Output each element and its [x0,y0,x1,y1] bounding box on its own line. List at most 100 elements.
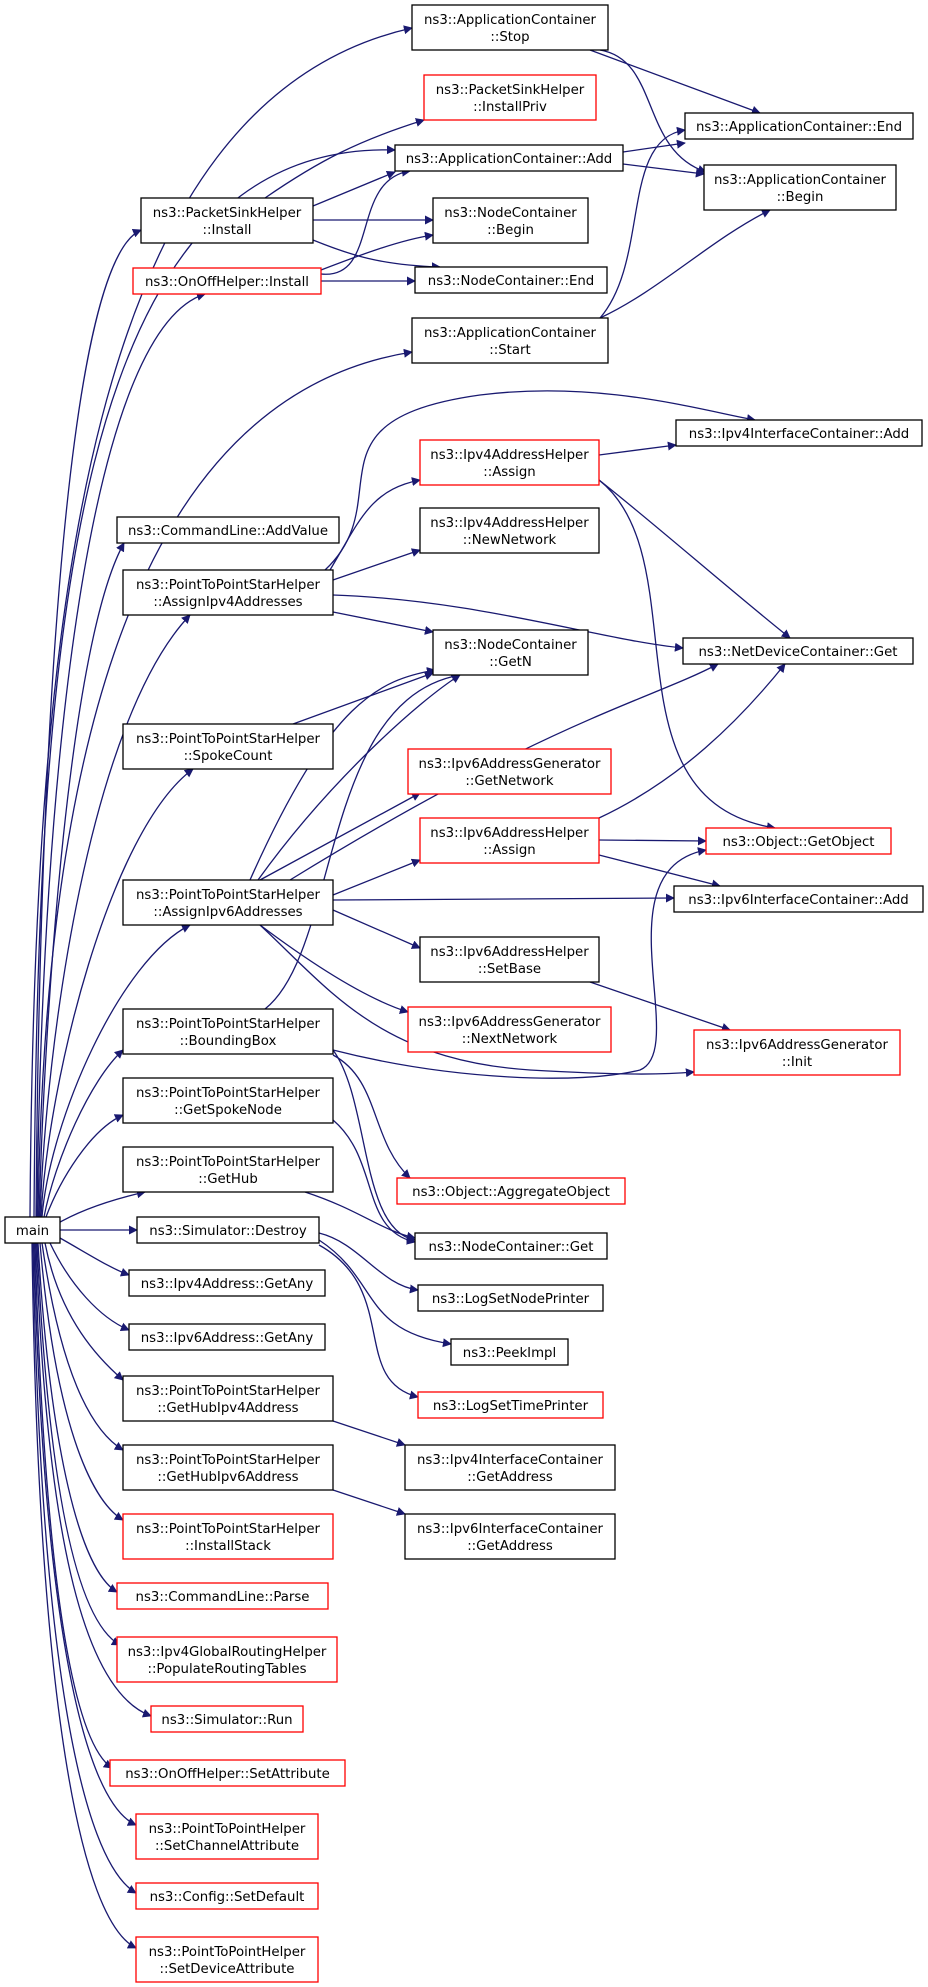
node-box[interactable] [703,164,897,211]
node-box[interactable] [684,112,914,140]
node-box[interactable] [417,1391,604,1419]
node-box[interactable] [414,266,608,294]
node-ptpBoundingBox[interactable]: ns3::PointToPointStarHelper::BoundingBox [122,1008,334,1055]
node-appStop[interactable]: ns3::ApplicationContainer::Stop [411,4,609,51]
node-ptphSetChannel[interactable]: ns3::PointToPointHelper::SetChannelAttri… [135,1813,319,1860]
node-box[interactable] [404,1513,616,1560]
node-box[interactable] [132,267,322,295]
node-configSetDefault[interactable]: ns3::Config::SetDefault [135,1882,319,1910]
node-box[interactable] [140,197,314,244]
node-onoffSetAttribute[interactable]: ns3::OnOffHelper::SetAttribute [109,1759,346,1787]
node-ipv6icGetAddress[interactable]: ns3::Ipv6InterfaceContainer::GetAddress [404,1513,616,1560]
node-ipv4icAdd[interactable]: ns3::Ipv4InterfaceContainer::Add [675,419,923,447]
node-ncBegin[interactable]: ns3::NodeContainer::Begin [432,197,589,244]
node-ipv4ahNewNetwork[interactable]: ns3::Ipv4AddressHelper::NewNetwork [419,507,600,554]
node-box[interactable] [122,1444,334,1491]
node-box[interactable] [122,1077,334,1124]
node-appAdd[interactable]: ns3::ApplicationContainer::Add [394,144,624,172]
node-ipv4ahAssign[interactable]: ns3::Ipv4AddressHelper::Assign [419,439,600,486]
node-appBegin[interactable]: ns3::ApplicationContainer::Begin [703,164,897,211]
node-ipv6GetAny[interactable]: ns3::Ipv6Address::GetAny [128,1323,326,1351]
node-box[interactable] [116,516,340,544]
node-box[interactable] [128,1323,326,1351]
node-ipv6agNextNetwork[interactable]: ns3::Ipv6AddressGenerator::NextNetwork [407,1006,612,1053]
node-ptpSpokeCount[interactable]: ns3::PointToPointStarHelper::SpokeCount [122,723,334,770]
node-box[interactable] [417,1284,604,1312]
node-box[interactable] [407,748,612,795]
node-simRun[interactable]: ns3::Simulator::Run [150,1705,304,1733]
node-box[interactable] [122,1008,334,1055]
node-box[interactable] [411,317,609,364]
node-clParse[interactable]: ns3::CommandLine::Parse [116,1582,329,1610]
node-box[interactable] [450,1338,569,1366]
node-box[interactable] [396,1177,626,1205]
node-box[interactable] [135,1813,319,1860]
node-ptpGetHubIpv4[interactable]: ns3::PointToPointStarHelper::GetHubIpv4A… [122,1375,334,1422]
node-ipv4grhPopulate[interactable]: ns3::Ipv4GlobalRoutingHelper::PopulateRo… [116,1636,338,1683]
node-box[interactable] [122,1375,334,1422]
node-objGetObject[interactable]: ns3::Object::GetObject [705,827,892,855]
node-box[interactable] [135,1882,319,1910]
node-box[interactable] [419,507,600,554]
node-box[interactable] [705,827,892,855]
node-ncEnd[interactable]: ns3::NodeContainer::End [414,266,608,294]
node-box[interactable] [128,1269,326,1297]
node-clAddValue[interactable]: ns3::CommandLine::AddValue [116,516,340,544]
node-box[interactable] [411,4,609,51]
node-box[interactable] [394,144,624,172]
node-onoffInstall[interactable]: ns3::OnOffHelper::Install [132,267,322,295]
node-box[interactable] [4,1216,61,1244]
node-box[interactable] [419,817,600,864]
node-ipv6agInit[interactable]: ns3::Ipv6AddressGenerator::Init [693,1029,901,1076]
node-ndcGet[interactable]: ns3::NetDeviceContainer::Get [682,637,914,665]
node-ncGet[interactable]: ns3::NodeContainer::Get [414,1232,608,1260]
node-box[interactable] [109,1759,346,1787]
node-objAggregate[interactable]: ns3::Object::AggregateObject [396,1177,626,1205]
node-box[interactable] [122,723,334,770]
node-box[interactable] [423,74,597,121]
node-logSetNodePrinter[interactable]: ns3::LogSetNodePrinter [417,1284,604,1312]
node-box[interactable] [682,637,914,665]
node-logSetTimePrinter[interactable]: ns3::LogSetTimePrinter [417,1391,604,1419]
node-ptpGetHub[interactable]: ns3::PointToPointStarHelper::GetHub [122,1146,334,1193]
node-ipv6agGetNetwork[interactable]: ns3::Ipv6AddressGenerator::GetNetwork [407,748,612,795]
node-box[interactable] [122,1146,334,1193]
node-ptphSetDevice[interactable]: ns3::PointToPointHelper::SetDeviceAttrib… [135,1936,319,1983]
node-box[interactable] [122,569,334,616]
node-box[interactable] [150,1705,304,1733]
node-ncGetN[interactable]: ns3::NodeContainer::GetN [432,629,589,676]
node-box[interactable] [116,1582,329,1610]
node-box[interactable] [693,1029,901,1076]
node-ptpInstallStack[interactable]: ns3::PointToPointStarHelper::InstallStac… [122,1513,334,1560]
node-box[interactable] [122,1513,334,1560]
node-ipv6icAdd[interactable]: ns3::Ipv6InterfaceContainer::Add [673,885,924,913]
node-ipv6ahAssign[interactable]: ns3::Ipv6AddressHelper::Assign [419,817,600,864]
node-box[interactable] [136,1216,320,1244]
node-ptpAssignIpv4[interactable]: ns3::PointToPointStarHelper::AssignIpv4A… [122,569,334,616]
node-ipv4icGetAddress[interactable]: ns3::Ipv4InterfaceContainer::GetAddress [404,1444,616,1491]
node-box[interactable] [432,197,589,244]
node-box[interactable] [135,1936,319,1983]
node-box[interactable] [419,439,600,486]
node-box[interactable] [407,1006,612,1053]
node-box[interactable] [116,1636,338,1683]
node-ptpGetHubIpv6[interactable]: ns3::PointToPointStarHelper::GetHubIpv6A… [122,1444,334,1491]
node-ipv6ahSetBase[interactable]: ns3::Ipv6AddressHelper::SetBase [419,936,600,983]
node-ipv4GetAny[interactable]: ns3::Ipv4Address::GetAny [128,1269,326,1297]
node-box[interactable] [419,936,600,983]
node-box[interactable] [122,879,334,926]
node-simDestroy[interactable]: ns3::Simulator::Destroy [136,1216,320,1244]
node-appStart[interactable]: ns3::ApplicationContainer::Start [411,317,609,364]
node-box[interactable] [404,1444,616,1491]
node-box[interactable] [675,419,923,447]
node-main[interactable]: main [4,1216,61,1244]
node-psInstallPriv[interactable]: ns3::PacketSinkHelper::InstallPriv [423,74,597,121]
node-psInstall[interactable]: ns3::PacketSinkHelper::Install [140,197,314,244]
node-box[interactable] [673,885,924,913]
node-ptpGetSpokeNode[interactable]: ns3::PointToPointStarHelper::GetSpokeNod… [122,1077,334,1124]
node-peekImpl[interactable]: ns3::PeekImpl [450,1338,569,1366]
node-ptpAssignIpv6[interactable]: ns3::PointToPointStarHelper::AssignIpv6A… [122,879,334,926]
node-appEnd[interactable]: ns3::ApplicationContainer::End [684,112,914,140]
node-box[interactable] [414,1232,608,1260]
node-box[interactable] [432,629,589,676]
